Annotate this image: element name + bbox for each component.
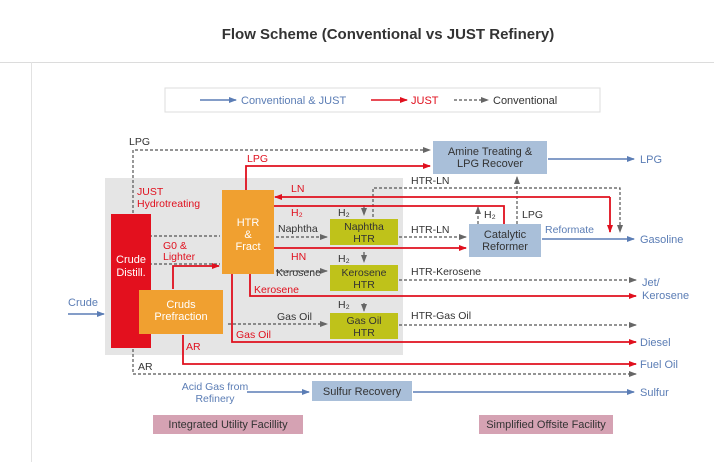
cruds-prefraction-label-1: Cruds: [166, 299, 196, 311]
h2-naphtha-label: H₂: [338, 207, 350, 219]
htr-ln-top-dashed-line: [372, 187, 623, 233]
lpg-reformer-label: LPG: [522, 209, 543, 221]
htr-fract-label-2: &: [244, 229, 252, 241]
product-fuel-oil: Fuel Oil: [640, 359, 678, 371]
kerosene-htr-label-2: HTR: [353, 279, 375, 291]
lpg-red-label: LPG: [247, 153, 268, 165]
htr-kerosene-label: HTR-Kerosene: [411, 266, 481, 278]
reformer-label-2: Reformer: [482, 241, 528, 253]
simplified-offsite-label: Simplified Offsite Facility: [486, 419, 606, 431]
reformate-label: Reformate: [545, 224, 594, 236]
simplified-offsite-box: [479, 415, 613, 434]
h2-gasoil-label: H₂: [338, 299, 350, 311]
gasoil-htr-box: [330, 313, 398, 339]
htr-gasoil-label: HTR-Gas Oil: [411, 310, 471, 322]
crude-distill-label-2: Distill.: [116, 267, 145, 279]
diagram-frame: [31, 62, 714, 462]
h2-red-line: [274, 205, 505, 224]
h2-kerosene-label: H₂: [338, 253, 350, 265]
gasoil-red-label: Gas Oil: [236, 329, 271, 341]
legend-just: JUST: [411, 95, 439, 107]
title-divider: [0, 62, 714, 63]
kerosene-htr-label-1: Kerosene: [342, 267, 387, 279]
legend-conventional: Conventional: [493, 95, 557, 107]
naphtha-htr-label-2: HTR: [353, 233, 375, 245]
catalytic-reformer-box: [469, 224, 541, 257]
page-title: Flow Scheme (Conventional vs JUST Refine…: [221, 26, 555, 43]
naphtha-htr-box: [330, 219, 398, 245]
just-hydro-label-2: Hydrotreating: [137, 198, 200, 210]
product-diesel: Diesel: [640, 337, 671, 349]
htr-fract-label-1: HTR: [237, 217, 260, 229]
ar-red-label: AR: [186, 341, 201, 353]
gasoil-red-line: [231, 274, 637, 345]
htr-fract-label-3: Fract: [235, 241, 260, 253]
naphtha-htr-label-1: Naphtha: [344, 221, 384, 233]
cruds-prefraction-label-2: Prefraction: [154, 311, 207, 323]
integrated-utility-box: [153, 415, 303, 434]
product-jet-2: Kerosene: [642, 290, 689, 302]
go-lighter-label-1: G0 &: [163, 240, 187, 252]
go-lighter-red-line: [172, 263, 220, 289]
product-lpg: LPG: [640, 154, 662, 166]
htr-ln-top-label: HTR-LN: [411, 175, 450, 187]
product-jet-1: Jet/: [642, 277, 661, 289]
lpg-red-line: [245, 163, 431, 190]
hn-label: HN: [291, 251, 306, 263]
htr-fract-box: [222, 190, 274, 274]
ln-label: LN: [291, 183, 304, 195]
just-hydro-label-1: JUST: [137, 186, 164, 198]
sulfur-recovery-box: [312, 381, 412, 401]
acid-gas-label-2: Refinery: [195, 393, 235, 405]
gasoil-htr-label-1: Gas Oil: [346, 315, 381, 327]
lpg-top-label: LPG: [129, 136, 150, 148]
product-sulfur: Sulfur: [640, 387, 669, 399]
h2-reformer-label: H₂: [484, 209, 496, 221]
product-gasoline: Gasoline: [640, 234, 683, 246]
gasoil-label: Gas Oil: [277, 311, 312, 323]
lpg-dashed-line: [132, 147, 431, 213]
amine-label-2: LPG Recover: [457, 158, 523, 170]
crude-label: Crude: [68, 297, 98, 309]
kerosene-red-label: Kerosene: [254, 284, 299, 296]
kerosene-htr-box: [330, 265, 398, 291]
amine-treating-box: [433, 141, 547, 174]
htr-ln-label: HTR-LN: [411, 224, 450, 236]
gasoil-htr-label-2: HTR: [353, 327, 375, 339]
reformer-label-1: Catalytic: [484, 229, 527, 241]
ar-label: AR: [138, 361, 153, 373]
go-lighter-label-2: Lighter: [163, 251, 196, 263]
kerosene-label: Kerosene: [276, 267, 321, 279]
acid-gas-label-1: Acid Gas from: [182, 381, 249, 393]
h2-red-label: H₂: [291, 207, 303, 219]
ar-dashed-line: [132, 349, 637, 377]
amine-label-1: Amine Treating &: [448, 146, 533, 158]
crude-distill-label-1: Crude: [116, 254, 146, 266]
ar-red-line: [182, 335, 637, 367]
naphtha-label: Naphtha: [278, 223, 318, 235]
legend-conventional-just: Conventional & JUST: [241, 95, 346, 107]
kerosene-red-line: [249, 274, 637, 299]
integrated-utility-label: Integrated Utility Facillity: [168, 419, 288, 431]
cruds-prefraction-box: [139, 290, 223, 334]
sulfur-recovery-label: Sulfur Recovery: [323, 386, 402, 398]
legend: Conventional & JUST JUST Conventional: [164, 87, 601, 113]
